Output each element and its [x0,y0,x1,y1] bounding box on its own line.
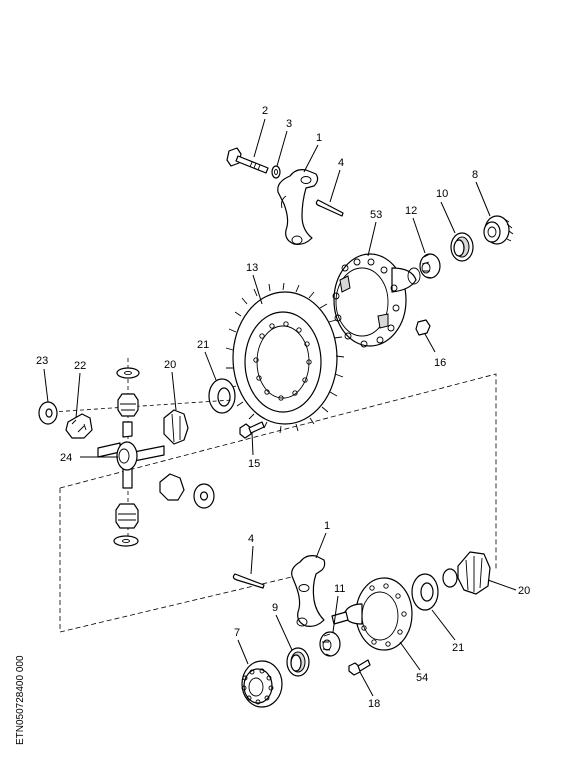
bolt-2 [226,147,269,174]
bearing-cup-10 [450,232,474,262]
bearing-cone-11 [319,631,341,657]
callout-23: 23 [36,355,48,367]
callout-13: 13 [246,262,258,274]
thrust-washer-right-bottom [193,483,215,509]
washer-3 [271,165,281,179]
callout-20-bottom: 20 [518,585,530,597]
callout-labels: 2 3 1 4 8 10 12 53 13 16 21 23 22 20 24 … [36,105,530,710]
assembly-boundary [59,373,497,633]
callout-4-top: 4 [338,157,344,169]
leader-lines [43,118,517,697]
cotter-pin-4-top [315,199,344,217]
callout-2: 2 [262,105,268,117]
bolt-15 [239,421,265,439]
differential-case-54 [331,577,413,651]
callout-11: 11 [334,583,345,595]
callout-3: 3 [286,118,292,130]
callout-53: 53 [370,209,382,221]
side-gear-20-top [163,409,189,445]
side-gear-left-bottom [159,473,185,501]
bearing-cone-7 [241,660,283,708]
thrust-washer-23 [38,401,58,425]
callout-9: 9 [272,602,278,614]
thrust-washer-21-top [208,378,236,414]
callout-24: 24 [60,452,72,464]
bearing-cup-9 [286,647,310,677]
callout-1-bottom: 1 [324,520,330,532]
cotter-pin-4-bottom [232,573,265,589]
bearing-cap-1-top [277,169,319,245]
pinion-gear-22 [65,413,93,439]
callout-21-bottom: 21 [452,642,464,654]
bolt-18 [348,659,371,676]
thrust-washer-21-bottom [411,573,439,611]
bolt-16 [415,319,431,336]
callout-4-bottom: 4 [248,533,254,545]
callout-16: 16 [434,357,446,369]
callout-18: 18 [368,698,380,710]
document-id: ETN050728400 000 [15,655,26,745]
differential-case-53 [332,253,421,348]
bearing-cone-8 [483,215,514,245]
bearing-cap-1-bottom [291,555,326,627]
side-gear-20-bottom [442,551,491,595]
callout-15: 15 [248,458,260,470]
pinion-bottom-washer [113,535,139,547]
pinion-top-washer [116,367,140,379]
bearing-cone-12 [419,253,441,279]
callout-10: 10 [436,188,448,200]
callout-12: 12 [405,205,417,217]
callout-21-top: 21 [197,339,209,351]
spider-24 [97,421,165,489]
callout-20-top: 20 [164,359,176,371]
callout-8: 8 [472,169,478,181]
pinion-gear-bottom [115,503,139,529]
callout-54: 54 [416,672,428,684]
callout-22: 22 [74,360,86,372]
ring-gear-13 [225,282,345,434]
callout-1-top: 1 [316,132,322,144]
callout-7: 7 [234,627,240,639]
pinion-gear-top [117,393,139,417]
